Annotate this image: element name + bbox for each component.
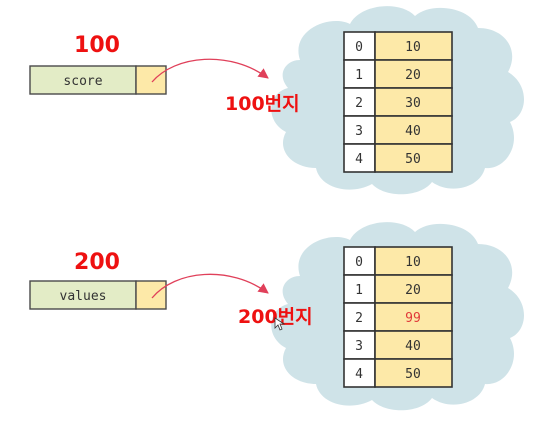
array-index: 4 [355, 152, 363, 167]
variable-name-box [29, 280, 137, 310]
array-value: 10 [405, 40, 421, 55]
array-value-updated: 99 [405, 311, 421, 326]
array-table: 0 10 1 20 2 99 3 40 4 50 [343, 246, 453, 388]
variable-name: score [63, 74, 102, 89]
array-value: 20 [405, 283, 421, 298]
reference-address-label: 200 [74, 250, 120, 275]
value-cell [374, 87, 453, 117]
array-value: 40 [405, 339, 421, 354]
array-index: 2 [355, 311, 363, 326]
reference-arrow [151, 58, 269, 83]
value-cell [374, 330, 453, 360]
reference-arrow [151, 273, 269, 299]
diagram-values: 200 values 200번지 0 10 1 20 2 99 3 40 4 [29, 222, 524, 411]
mouse-cursor-icon [274, 317, 286, 331]
index-cell [343, 330, 376, 360]
value-cell [374, 358, 453, 388]
reference-slot [135, 280, 167, 310]
array-index: 0 [355, 40, 363, 55]
value-cell [374, 143, 453, 173]
diagram-score: 100 score 100번지 0 10 1 20 2 30 3 40 4 [29, 6, 524, 195]
array-value: 10 [405, 255, 421, 270]
array-value: 50 [405, 152, 421, 167]
heap-address-label: 200번지 [238, 306, 313, 328]
value-cell [374, 115, 453, 145]
array-index: 4 [355, 367, 363, 382]
array-index: 1 [355, 283, 363, 298]
array-value: 40 [405, 124, 421, 139]
reference-address-label: 100 [74, 33, 120, 58]
value-cell [374, 31, 453, 61]
value-cell [374, 246, 453, 276]
array-value: 50 [405, 367, 421, 382]
variable-name: values [60, 289, 107, 304]
array-index: 0 [355, 255, 363, 270]
heap-address-label: 100번지 [225, 93, 300, 115]
array-value: 20 [405, 68, 421, 83]
array-index: 2 [355, 96, 363, 111]
value-cell [374, 302, 453, 332]
index-cell [343, 87, 376, 117]
array-value: 30 [405, 96, 421, 111]
array-table: 0 10 1 20 2 30 3 40 4 50 [343, 31, 453, 173]
value-cell [374, 274, 453, 304]
array-index: 3 [355, 339, 363, 354]
index-cell [343, 143, 376, 173]
array-index: 1 [355, 68, 363, 83]
reference-slot [135, 65, 167, 95]
index-cell [343, 358, 376, 388]
array-index: 3 [355, 124, 363, 139]
